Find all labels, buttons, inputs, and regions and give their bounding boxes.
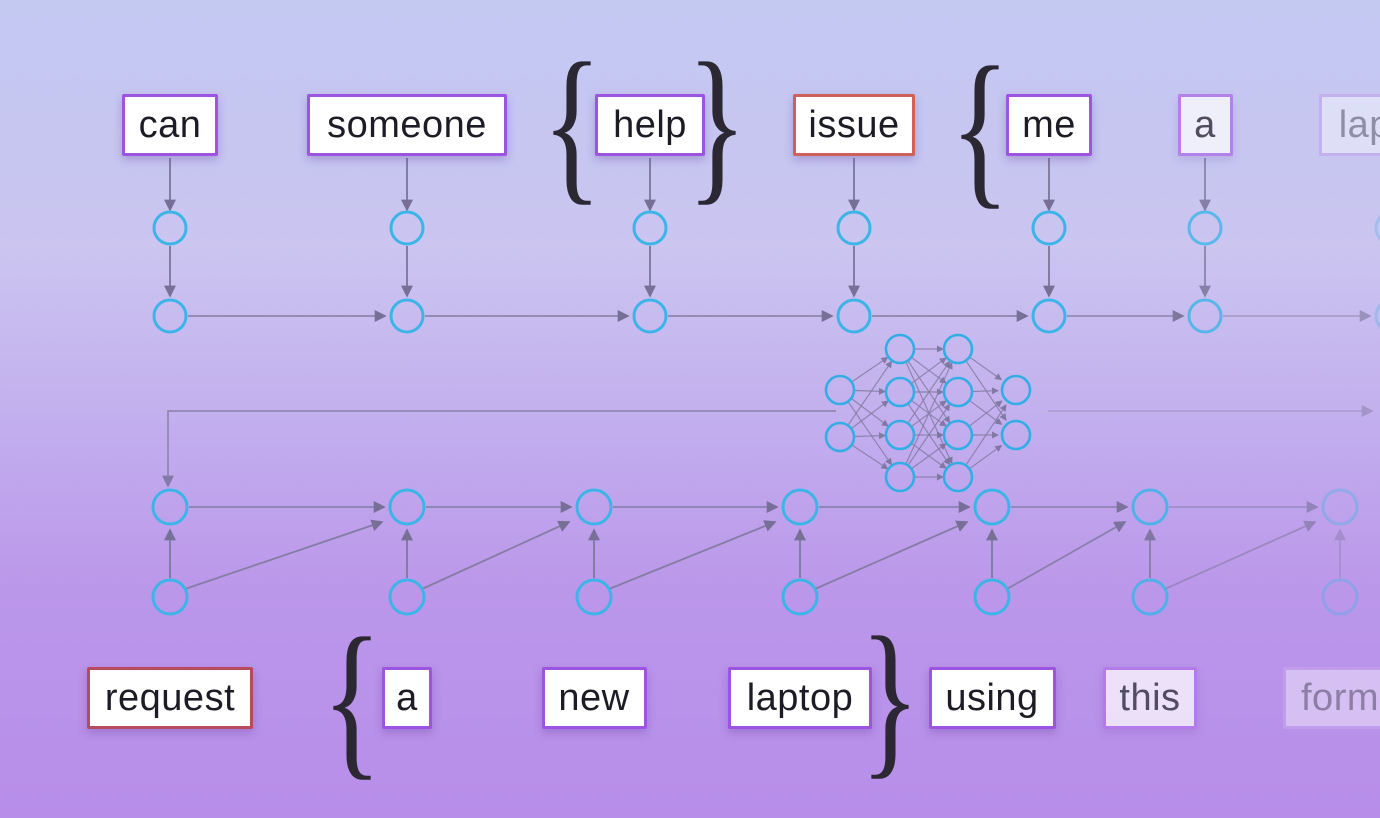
encoder-embedding-node: [152, 210, 188, 246]
word-label: using: [945, 676, 1039, 719]
word-label: a: [396, 676, 418, 719]
encoder-state-node: [1187, 298, 1223, 334]
word-label: this: [1119, 676, 1181, 719]
attention-edge: [969, 400, 1003, 427]
word-label: help: [613, 103, 687, 146]
decoder-word-box-using: using: [928, 667, 1056, 729]
word-label: laptop: [1338, 103, 1380, 146]
attention-edge: [854, 432, 886, 440]
attention-edge: [911, 357, 947, 384]
decoder-state-node: [1321, 488, 1359, 526]
attention-node: [824, 421, 856, 453]
attention-node: [884, 376, 916, 408]
encoder-word-box-can: can: [122, 94, 218, 156]
encoder-state-node: [1031, 298, 1067, 334]
word-label: request: [104, 676, 236, 719]
attention-edge: [851, 398, 889, 427]
decoder-state-node: [575, 488, 613, 526]
attention-edge: [852, 356, 889, 383]
encoder-state-node: [1374, 303, 1380, 329]
decoder-input-node: [151, 578, 189, 616]
attention-edge: [965, 404, 1007, 465]
encoder-embedding-node: [1187, 210, 1223, 246]
word-label: laptop: [746, 676, 854, 719]
attention-node: [1000, 374, 1032, 406]
encoder-state-node: [836, 298, 872, 334]
decoder-state-node: [151, 488, 189, 526]
word-label: a: [1194, 103, 1216, 146]
decoder-input-node: [1321, 578, 1359, 616]
encoder-word-box-issue: issue: [793, 94, 915, 156]
decoder-state-node: [388, 488, 426, 526]
encoder-state-node: [389, 298, 425, 334]
attention-edge: [851, 400, 889, 429]
word-label: someone: [327, 103, 487, 146]
attention-edge: [854, 387, 886, 395]
attention-edge: [852, 444, 889, 470]
decoder-state-node: [973, 488, 1011, 526]
word-label: new: [558, 676, 630, 719]
attention-node: [1000, 419, 1032, 451]
attention-edge: [907, 403, 951, 465]
word-label: form: [1301, 676, 1379, 719]
decoder-state-node: [781, 488, 819, 526]
decoder-diagonal-arrow: [421, 520, 571, 590]
encoder-embedding-node: [836, 210, 872, 246]
attention-edge: [848, 402, 893, 466]
decoder-word-box-a: a: [382, 667, 432, 729]
encoder-embedding-node: [389, 210, 425, 246]
attention-node: [884, 419, 916, 451]
decoder-diagonal-arrow: [814, 520, 969, 590]
attention-edge: [907, 360, 951, 423]
decoder-word-box-laptop: laptop: [728, 667, 872, 729]
decoder-word-box-request: request: [87, 667, 253, 729]
encoder-word-box-help: help: [595, 94, 705, 156]
encoder-state-node: [632, 298, 668, 334]
attention-edge: [969, 357, 1003, 381]
encoder-word-box-someone: someone: [307, 94, 507, 156]
encoder-embedding-node: [632, 210, 668, 246]
word-label: me: [1022, 103, 1076, 146]
word-label: issue: [808, 103, 900, 146]
attention-edge: [969, 444, 1003, 469]
decoder-input-node: [973, 578, 1011, 616]
attention-edge: [847, 360, 893, 425]
decoder-input-node: [781, 578, 819, 616]
word-label: can: [138, 103, 202, 146]
decoder-word-box-form: form: [1282, 667, 1380, 729]
attention-edge: [911, 443, 947, 469]
decoder-diagonal-arrow: [608, 520, 777, 590]
attention-node: [942, 376, 974, 408]
decoder-diagonal-arrow: [1006, 521, 1127, 590]
encoder-embedding-node: [1031, 210, 1067, 246]
context-vector-link: [162, 410, 836, 488]
encoder-word-box-me: me: [1006, 94, 1092, 156]
attention-node: [824, 374, 856, 406]
attention-node: [884, 333, 916, 365]
attention-edge: [905, 361, 953, 464]
decoder-diagonal-arrow: [184, 519, 384, 590]
encoder-word-box-a: a: [1177, 94, 1233, 156]
decoder-word-box-this: this: [1103, 667, 1197, 729]
decoder-diagonal-arrow: [1164, 520, 1317, 590]
encoder-embedding-node: [1374, 215, 1380, 241]
encoder-state-node: [152, 298, 188, 334]
decoder-input-node: [575, 578, 613, 616]
decoder-input-node: [1131, 578, 1169, 616]
decoder-state-node: [1131, 488, 1169, 526]
attention-node: [884, 461, 916, 493]
decoder-word-box-new: new: [541, 667, 647, 729]
attention-node: [942, 419, 974, 451]
attention-node: [942, 461, 974, 493]
attention-edge: [972, 387, 999, 395]
decoder-input-node: [388, 578, 426, 616]
encoder-word-box-laptop: laptop: [1319, 94, 1380, 156]
attention-node: [942, 333, 974, 365]
